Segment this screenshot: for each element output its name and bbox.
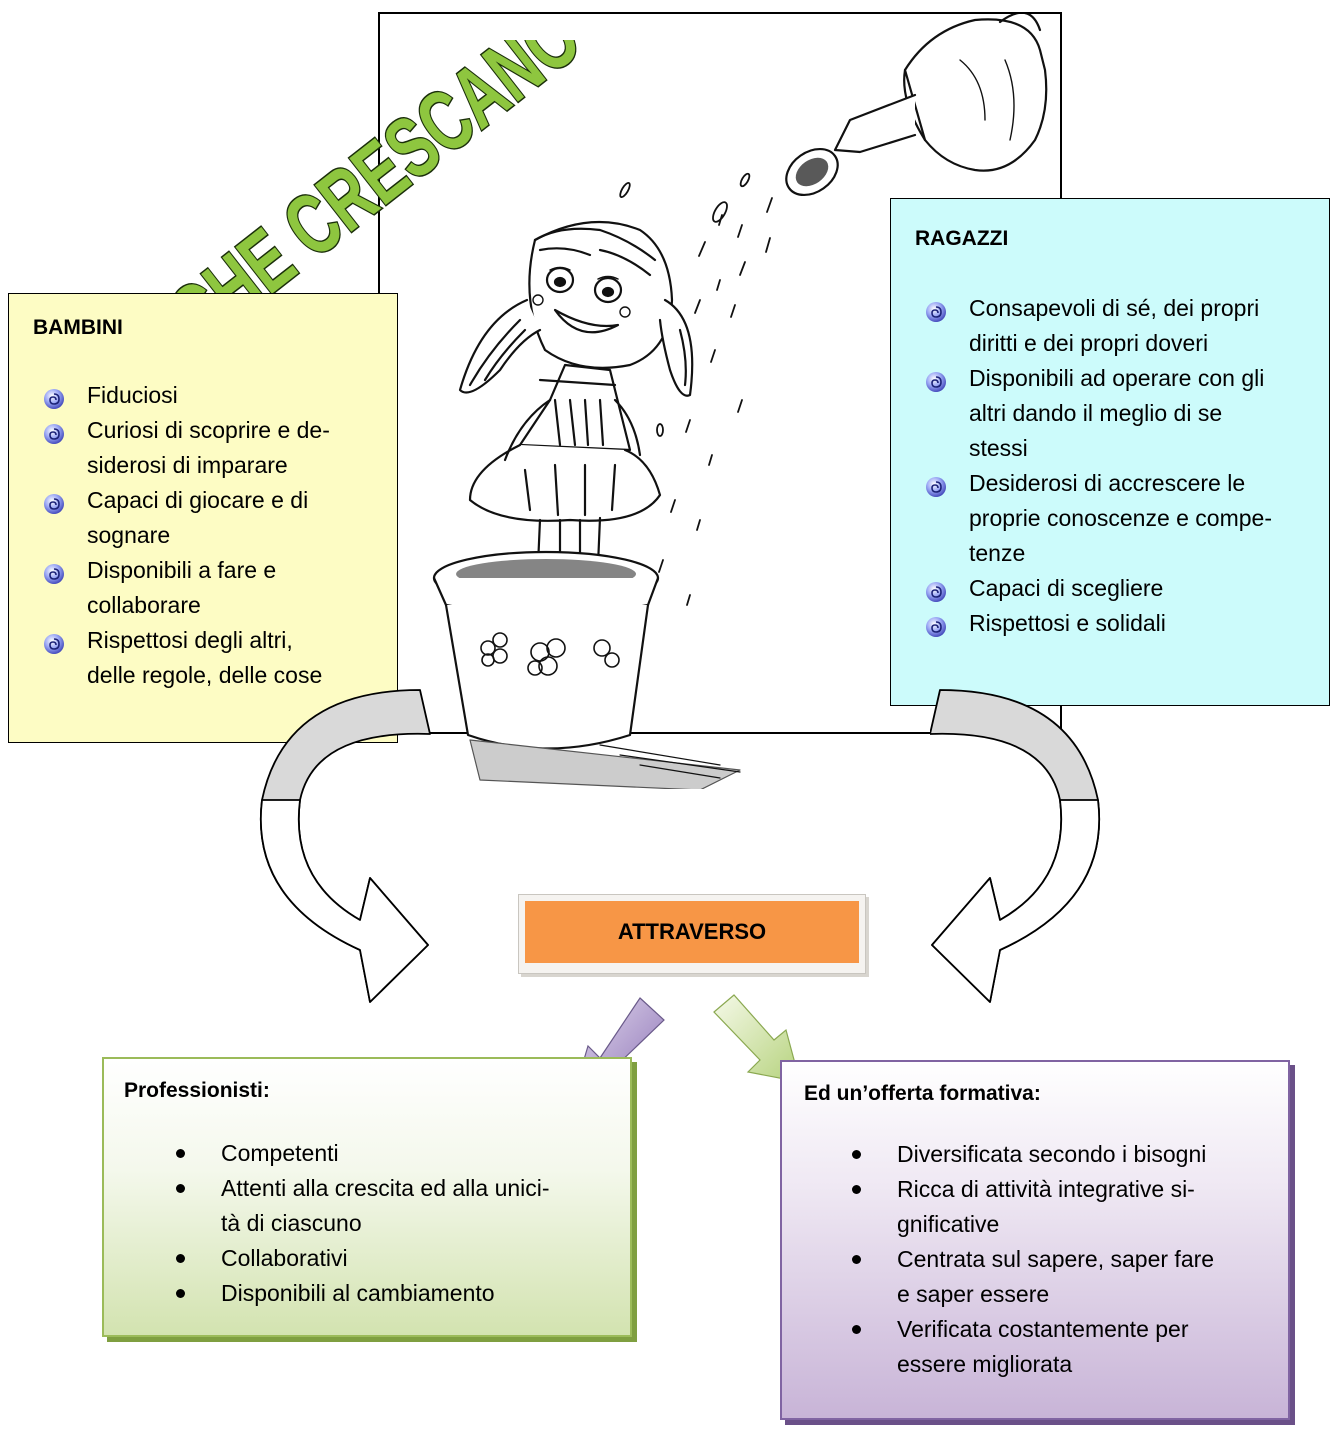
list-item-line: Capaci di scegliere [969, 575, 1164, 601]
list-item-line: Desiderosi di accrescere le [969, 470, 1246, 496]
spiral-bullet-icon [925, 578, 947, 602]
list-item-line: Attenti alla crescita ed alla unici- [221, 1175, 550, 1201]
bullet-dot-icon [852, 1150, 861, 1159]
spiral-bullet-icon [925, 368, 947, 392]
girl-in-pot-illustration [432, 14, 1048, 789]
bullet-dot-icon [176, 1149, 185, 1158]
list-item-line: Disponibili a fare e [87, 557, 277, 583]
bambini-title: BAMBINI [33, 316, 123, 339]
list-item-line: sognare [87, 522, 171, 548]
list-item-line: tà di ciascuno [221, 1210, 362, 1236]
list-item: Disponibili al cambiamento [174, 1276, 550, 1311]
list-item-line: gnificative [897, 1211, 1000, 1237]
list-item-line: e saper essere [897, 1281, 1050, 1307]
list-item-line: proprie conoscenze e compe- [969, 505, 1272, 531]
list-item: Capaci di scegliere [923, 571, 1272, 606]
green-down-right-arrow-icon [713, 994, 801, 1083]
bullet-dot-icon [852, 1185, 861, 1194]
list-item: Competenti [174, 1136, 550, 1171]
list-item: Disponibili a fare e collaborare [41, 553, 330, 623]
list-item-line: Competenti [221, 1140, 339, 1166]
list-item-line: Fiduciosi [87, 382, 178, 408]
list-item-line: stessi [969, 435, 1028, 461]
professionisti-title: Professionisti: [124, 1079, 270, 1102]
list-item-line: Capaci di giocare e di [87, 487, 309, 513]
spiral-bullet-icon [43, 385, 65, 409]
attraverso-box: ATTRAVERSO [518, 894, 866, 974]
list-item: Verificata costantemente per essere migli… [850, 1312, 1214, 1382]
list-item: Ricca di attività integrative si-gnifica… [850, 1172, 1214, 1242]
watering-can-icon [785, 14, 1048, 197]
list-item-line: Rispettosi degli altri, [87, 627, 293, 653]
list-item: Rispettosi e solidali [923, 606, 1272, 641]
list-item: Diversificata secondo i bisogni [850, 1137, 1214, 1172]
list-item-line: Rispettosi e solidali [969, 610, 1166, 636]
curved-arrow-left-icon [260, 689, 431, 1003]
curved-arrow-right-icon [930, 689, 1100, 1003]
attraverso-label: ATTRAVERSO [525, 901, 859, 963]
bullet-dot-icon [852, 1255, 861, 1264]
list-item-line: Disponibili al cambiamento [221, 1280, 495, 1306]
list-item: Consapevoli di sé, dei propri diritti e d… [923, 291, 1272, 361]
list-item-line: Curiosi di scoprire e de- [87, 417, 330, 443]
list-item: Capaci di giocare e di sognare [41, 483, 330, 553]
spiral-bullet-icon [43, 490, 65, 514]
bullet-dot-icon [176, 1184, 185, 1193]
list-item: Fiduciosi [41, 378, 330, 413]
list-item-line: collaborare [87, 592, 201, 618]
list-item: Curiosi di scoprire e de-siderosi di imp… [41, 413, 330, 483]
list-item-line: Disponibili ad operare con gli [969, 365, 1265, 391]
list-item: Desiderosi di accrescere le proprie conos… [923, 466, 1272, 571]
offerta-box: Ed un’offerta formativa: Diversificata s… [780, 1060, 1290, 1420]
list-item-line: Centrata sul sapere, saper fare [897, 1246, 1215, 1272]
ragazzi-list: Consapevoli di sé, dei propri diritti e d… [923, 291, 1272, 641]
spiral-bullet-icon [43, 560, 65, 584]
list-item-line: altri dando il meglio di se [969, 400, 1223, 426]
list-item: Centrata sul sapere, saper fare e saper e… [850, 1242, 1214, 1312]
bullet-dot-icon [852, 1325, 861, 1334]
list-item: Rispettosi degli altri, delle regole, del… [41, 623, 330, 693]
list-item-line: siderosi di imparare [87, 452, 288, 478]
bullet-dot-icon [176, 1254, 185, 1263]
list-item-line: Collaborativi [221, 1245, 348, 1271]
list-item-line: tenze [969, 540, 1026, 566]
spiral-bullet-icon [925, 298, 947, 322]
list-item: Disponibili ad operare con gli altri dand… [923, 361, 1272, 466]
ragazzi-title: RAGAZZI [915, 227, 1009, 250]
list-item-line: Diversificata secondo i bisogni [897, 1141, 1207, 1167]
spiral-bullet-icon [925, 473, 947, 497]
list-item-line: Ricca di attività integrative si- [897, 1176, 1195, 1202]
list-item-line: essere migliorata [897, 1351, 1073, 1377]
spiral-bullet-icon [43, 420, 65, 444]
spiral-bullet-icon [43, 630, 65, 654]
spiral-bullet-icon [925, 613, 947, 637]
list-item: Collaborativi [174, 1241, 550, 1276]
list-item-line: Verificata costantemente per [897, 1316, 1189, 1342]
bullet-dot-icon [176, 1289, 185, 1298]
list-item: Attenti alla crescita ed alla unici-tà d… [174, 1171, 550, 1241]
list-item-line: delle regole, delle cose [87, 662, 323, 688]
ragazzi-box: RAGAZZI Consapevoli di sé, dei propri dir… [890, 198, 1330, 706]
offerta-title: Ed un’offerta formativa: [804, 1082, 1041, 1105]
list-item-line: Consapevoli di sé, dei propri [969, 295, 1260, 321]
list-item-line: diritti e dei propri doveri [969, 330, 1209, 356]
